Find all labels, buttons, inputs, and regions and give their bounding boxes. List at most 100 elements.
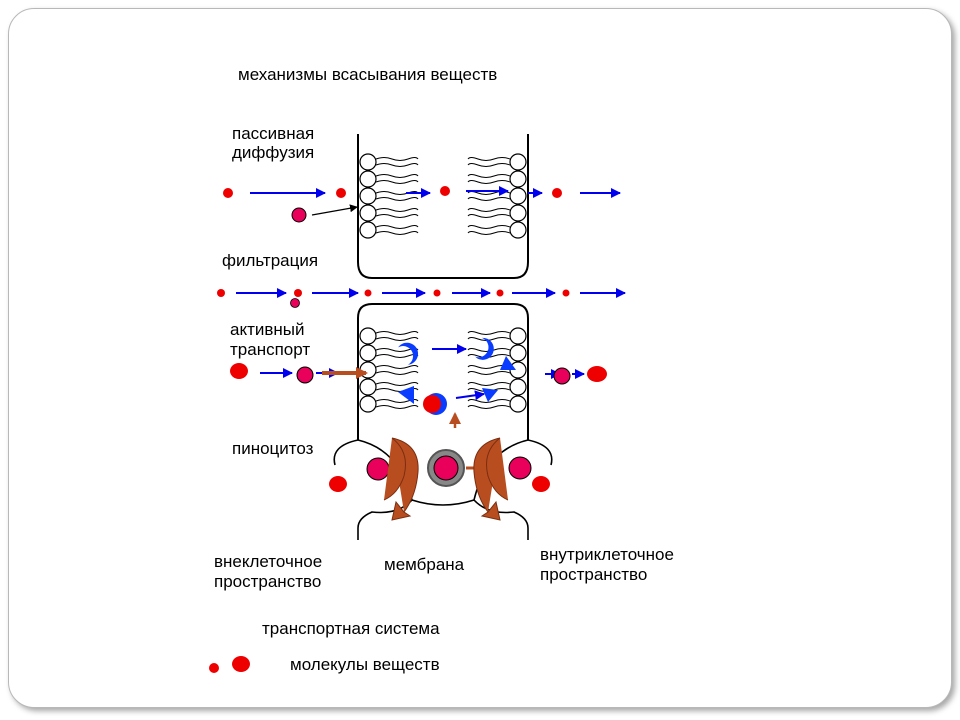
lipid-head bbox=[359, 327, 377, 345]
lipid-head bbox=[509, 378, 527, 396]
lipid-head bbox=[509, 221, 527, 239]
carrier-crescent bbox=[398, 342, 419, 365]
lipid-tail bbox=[375, 197, 419, 201]
lipid-tail bbox=[375, 174, 419, 178]
molecule-dot bbox=[294, 289, 302, 297]
filtration-row bbox=[217, 288, 626, 308]
carrier-crescent bbox=[475, 337, 494, 360]
engulf-arrow-left bbox=[383, 437, 419, 521]
lipid-tail bbox=[375, 163, 419, 167]
molecule-dot bbox=[562, 289, 570, 297]
lipid-tail bbox=[375, 157, 419, 161]
label-intracellular-1: внутриклеточное bbox=[540, 545, 674, 564]
lipid-head bbox=[509, 153, 527, 171]
lipid-head bbox=[509, 204, 527, 222]
legend-molecule-icon bbox=[209, 663, 219, 673]
lipid-tail bbox=[467, 371, 511, 375]
lipid-tail bbox=[375, 180, 419, 184]
label-pinocytosis: пиноцитоз bbox=[232, 439, 314, 458]
lipid-tail bbox=[375, 371, 419, 375]
lipid-tail bbox=[375, 331, 419, 335]
molecule-dot bbox=[423, 395, 441, 413]
lipid-head bbox=[359, 170, 377, 188]
lipid-head bbox=[359, 395, 377, 413]
lipid-tail bbox=[375, 231, 419, 235]
lipid-head bbox=[359, 204, 377, 222]
lipid-tail bbox=[467, 348, 511, 352]
lipid-tail bbox=[467, 214, 511, 218]
lipid-tail bbox=[467, 174, 511, 178]
lipid-tail bbox=[467, 382, 511, 386]
molecule-dot bbox=[433, 289, 441, 297]
transport-arrow bbox=[455, 390, 485, 401]
lipid-head bbox=[509, 395, 527, 413]
lipid-tail bbox=[467, 208, 511, 212]
lipid-head bbox=[359, 361, 377, 379]
carrier-crescent bbox=[529, 364, 540, 386]
label-intracellular-2: пространство bbox=[540, 565, 647, 584]
molecule-dot bbox=[336, 188, 346, 198]
molecule-dot bbox=[440, 186, 450, 196]
molecule-dot bbox=[217, 289, 225, 297]
lipid-tail bbox=[375, 337, 419, 341]
molecule-dot bbox=[364, 289, 372, 297]
molecule-dot bbox=[532, 476, 550, 492]
diagram-title: механизмы всасывания веществ bbox=[238, 65, 497, 84]
label-membrane: мембрана bbox=[384, 555, 465, 574]
lipid-tail bbox=[375, 354, 419, 358]
legend-molecule-icon bbox=[232, 656, 250, 672]
lipid-head bbox=[359, 153, 377, 171]
molecule-pink bbox=[366, 457, 390, 481]
legend-transport-label: транспортная система bbox=[262, 619, 440, 638]
legend-molecules-label: молекулы веществ bbox=[290, 655, 440, 674]
molecule-pink bbox=[508, 456, 532, 480]
lipid-tail bbox=[467, 331, 511, 335]
legend-transport-icon bbox=[228, 612, 240, 636]
lipid-tail bbox=[467, 399, 511, 403]
molecule-dot bbox=[230, 363, 248, 379]
carrier-triangle bbox=[500, 356, 516, 370]
lipid-tail bbox=[375, 382, 419, 386]
passive-diffusion-row bbox=[223, 186, 621, 223]
label-active-1: активный bbox=[230, 320, 305, 339]
molecule-pink bbox=[290, 298, 300, 308]
molecule-pink bbox=[296, 366, 314, 384]
molecule-dot bbox=[587, 366, 607, 382]
lipid-tail bbox=[467, 231, 511, 235]
lipid-tail bbox=[375, 214, 419, 218]
lipid-tail bbox=[375, 208, 419, 212]
membrane-lower-left-outline bbox=[357, 303, 529, 440]
lipid-tail bbox=[375, 399, 419, 403]
lipid-tail bbox=[467, 163, 511, 167]
pinocytosis-group bbox=[329, 437, 550, 521]
label-passive-2: диффузия bbox=[232, 143, 314, 162]
label-passive-1: пассивная bbox=[232, 124, 314, 143]
lipid-tail bbox=[375, 225, 419, 229]
lipid-tail bbox=[375, 191, 419, 195]
label-active-2: транспорт bbox=[230, 340, 310, 359]
lipid-tail bbox=[467, 405, 511, 409]
lipid-tail bbox=[467, 197, 511, 201]
lipid-tail bbox=[467, 157, 511, 161]
molecule-dot bbox=[496, 289, 504, 297]
engulf-arrow-right bbox=[473, 437, 509, 521]
molecule-dot bbox=[223, 188, 233, 198]
phospholipid-bilayer bbox=[359, 153, 527, 413]
carrier-triangle bbox=[398, 386, 414, 404]
lipid-tail bbox=[467, 180, 511, 184]
carrier-triangle bbox=[482, 388, 498, 402]
lipid-head bbox=[509, 327, 527, 345]
molecule-pink bbox=[553, 367, 571, 385]
lipid-head bbox=[359, 344, 377, 362]
lipid-tail bbox=[467, 225, 511, 229]
lipid-head bbox=[509, 344, 527, 362]
lipid-head bbox=[359, 378, 377, 396]
membrane-top-outline bbox=[357, 134, 529, 279]
molecule-dot bbox=[552, 188, 562, 198]
lipid-head bbox=[509, 170, 527, 188]
label-filtration: фильтрация bbox=[222, 251, 318, 270]
lipid-head bbox=[359, 187, 377, 205]
lipid-tail bbox=[375, 365, 419, 369]
active-transport-row bbox=[230, 337, 607, 428]
